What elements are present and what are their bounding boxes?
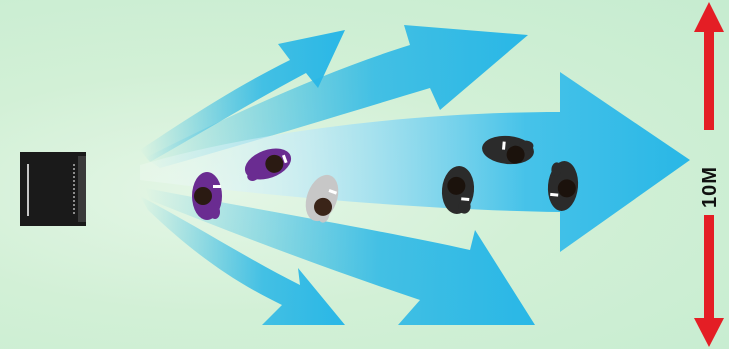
sound-beams bbox=[140, 25, 690, 325]
speaker-icon bbox=[20, 152, 86, 226]
scale-label: 10M bbox=[690, 168, 729, 208]
person-purple-1 bbox=[192, 172, 222, 220]
